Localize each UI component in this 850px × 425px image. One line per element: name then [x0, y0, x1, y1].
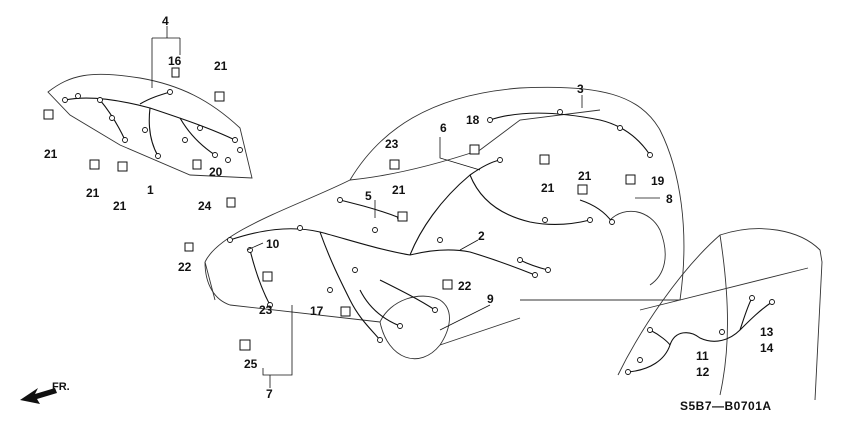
callout-12: 12 — [696, 365, 710, 379]
callout-18: 18 — [466, 113, 480, 127]
callout-17: 17 — [310, 304, 324, 318]
front-label: FR. — [52, 381, 70, 393]
callout-22-left: 22 — [178, 260, 192, 274]
callout-7: 7 — [266, 387, 273, 401]
leader-lines — [151, 26, 660, 388]
callout-20: 20 — [209, 165, 223, 179]
callout-23-top: 23 — [385, 137, 399, 151]
callout-8: 8 — [666, 192, 673, 206]
callout-3: 3 — [577, 82, 584, 96]
callout-21-left: 21 — [44, 147, 58, 161]
callout-21-dash-a: 21 — [86, 186, 100, 200]
callout-21-mid: 21 — [392, 183, 406, 197]
callout-5: 5 — [365, 189, 372, 203]
callout-21-right: 21 — [541, 181, 555, 195]
car-body-outline — [204, 86, 685, 360]
callout-22-right: 22 — [458, 279, 472, 293]
callout-19: 19 — [651, 174, 665, 188]
callout-1: 1 — [147, 183, 154, 197]
callout-21-top: 21 — [214, 59, 228, 73]
door-harness — [625, 295, 775, 375]
callout-21-dash-b: 21 — [113, 199, 127, 213]
callouts: 4 16 21 21 21 21 1 20 24 3 6 18 23 5 21 … — [44, 14, 774, 401]
callout-25: 25 — [244, 357, 258, 371]
callout-6: 6 — [440, 121, 447, 135]
callout-23-bottom: 23 — [259, 303, 273, 317]
floor-harness — [227, 109, 653, 343]
callout-21-rear: 21 — [578, 169, 592, 183]
front-direction-indicator: FR. — [20, 381, 70, 404]
callout-2: 2 — [478, 229, 485, 243]
callout-11: 11 — [696, 349, 709, 363]
callout-24: 24 — [198, 199, 212, 213]
bolt-parts — [43, 67, 636, 351]
callout-16: 16 — [168, 54, 182, 68]
callout-14: 14 — [760, 341, 774, 355]
diagram-code: S5B7—B0701A — [680, 399, 772, 413]
callout-10: 10 — [266, 237, 280, 251]
rear-door-outline — [617, 228, 823, 401]
callout-4: 4 — [162, 14, 169, 28]
dashboard-harness — [47, 73, 253, 179]
callout-9: 9 — [487, 292, 494, 306]
front-arrow-icon — [20, 388, 57, 404]
callout-13: 13 — [760, 325, 774, 339]
